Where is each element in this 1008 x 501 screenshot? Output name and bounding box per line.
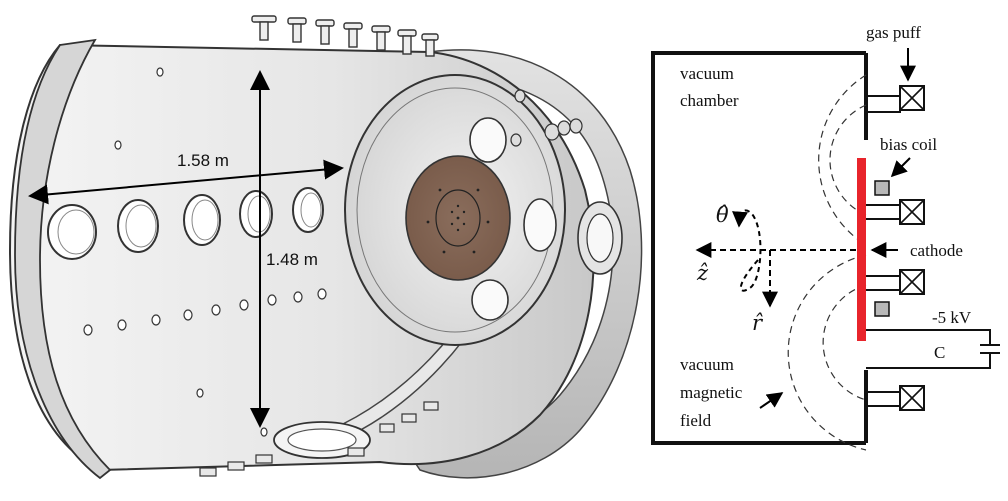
width-dimension-label: 1.58 m bbox=[177, 151, 229, 170]
vacuum-field-label-2: magnetic bbox=[680, 383, 743, 402]
voltage-label: -5 kV bbox=[932, 308, 972, 327]
chamber-illustration: 1.58 m 1.48 m bbox=[8, 15, 643, 480]
theta-label: θ̂ bbox=[716, 203, 729, 227]
end-port-bottom bbox=[471, 279, 509, 321]
schematic: gas puff vacuum chamber bias coil θ̂ cat… bbox=[651, 23, 1000, 451]
r-label: r̂ bbox=[752, 311, 764, 335]
height-dimension-label: 1.48 m bbox=[266, 250, 318, 269]
field-lines bbox=[787, 74, 867, 451]
cathode-bar bbox=[857, 158, 866, 341]
small-holes bbox=[83, 67, 327, 437]
capacitor-circuit bbox=[866, 329, 1000, 369]
vacuum-chamber-label-2: chamber bbox=[680, 91, 739, 110]
chamber-frame bbox=[651, 51, 866, 445]
bias-coil-label: bias coil bbox=[880, 135, 937, 154]
end-port-top bbox=[469, 117, 507, 163]
top-ports bbox=[251, 15, 439, 57]
vacuum-field-label-1: vacuum bbox=[680, 355, 734, 374]
bias-coil-upper bbox=[866, 180, 925, 225]
plate-holes bbox=[426, 188, 490, 254]
gas-puff-label: gas puff bbox=[866, 23, 921, 42]
end-port-right bbox=[523, 198, 557, 252]
width-dimension-arrow bbox=[28, 159, 344, 205]
bias-coil-arrow bbox=[890, 157, 911, 178]
gas-puff-valve bbox=[866, 85, 925, 113]
chamber-outer-shell bbox=[398, 49, 643, 479]
field-arrow bbox=[759, 392, 784, 409]
vacuum-field-label-3: field bbox=[680, 411, 712, 430]
cathode-label: cathode bbox=[910, 241, 963, 260]
capacitor-label: C bbox=[934, 343, 945, 362]
shell-nozzles bbox=[510, 89, 583, 147]
bias-coil-lower bbox=[866, 269, 925, 317]
z-label: ẑ bbox=[696, 261, 709, 285]
vacuum-chamber-label-1: vacuum bbox=[680, 64, 734, 83]
lower-coil bbox=[866, 385, 925, 411]
